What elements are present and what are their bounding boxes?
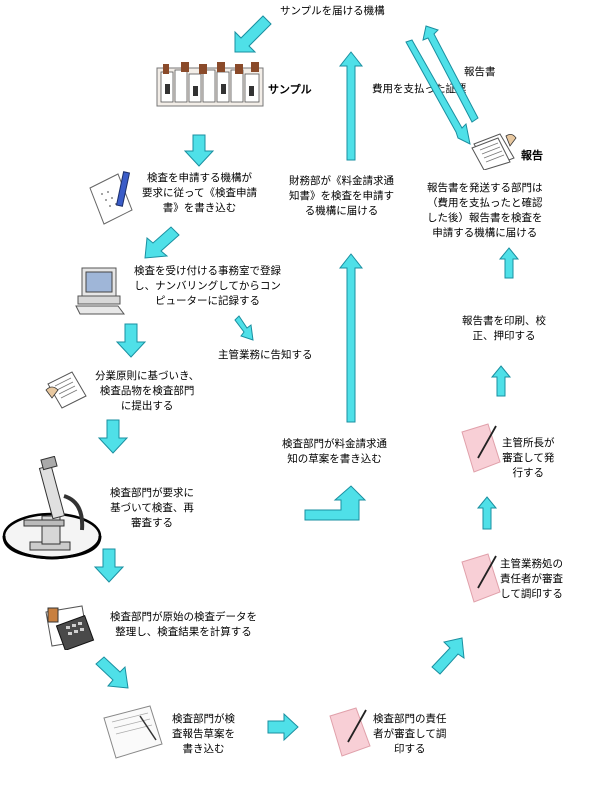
arrow-report-to-sender bbox=[422, 25, 479, 123]
label-report-book: 報告書 bbox=[464, 66, 496, 78]
arrow-director-to-print bbox=[490, 365, 512, 397]
arrow-fee-up bbox=[338, 253, 364, 423]
step-send-report: 報告書を発送する部門は （費用を支払ったと確認 した後）報告書を検査を 申請する… bbox=[427, 182, 543, 239]
report-draft-icon bbox=[103, 705, 163, 759]
step-finance-notice: 財務部が《料金請求通 知書》を検査を申請す る機構に届ける bbox=[289, 175, 394, 217]
step-director-review: 主管所長が 審査して発 行する bbox=[502, 437, 555, 479]
sample-boxes-icon bbox=[156, 62, 264, 107]
label-fee-receipt: 費用を支払った証票 bbox=[372, 83, 467, 95]
label-sample: サンプル bbox=[268, 83, 312, 96]
label-report: 報告 bbox=[521, 149, 543, 162]
arrow-to-sample bbox=[234, 15, 272, 53]
step-organize-data: 検査部門が原始の検査データを 整理し、検査結果を計算する bbox=[110, 611, 257, 638]
computer-icon bbox=[75, 267, 125, 315]
label-top-sender: サンプルを届ける機構 bbox=[280, 5, 385, 17]
pen-sign-icon bbox=[329, 707, 371, 757]
step-inspect: 検査部門が要求に 基づいて検査、再 審査する bbox=[110, 487, 194, 529]
arrow-sender-to-report bbox=[405, 39, 471, 145]
step-business-review: 主管業務処の 責任者が審査 して調印する bbox=[500, 558, 563, 600]
step-register: 検査を受け付ける事務室で登録 し、ナンバリングしてからコン ピューターに記録する bbox=[134, 265, 281, 307]
step-fee-draft: 検査部門が料金請求通 知の草案を書き込む bbox=[282, 438, 387, 465]
arrow-to-notify bbox=[234, 315, 254, 341]
step-print-report: 報告書を印刷、校 正、押印する bbox=[462, 315, 546, 342]
step-notify-admin: 主管業務に告知する bbox=[218, 349, 313, 361]
step-dept-review: 検査部門の責任 者が審査して調 印する bbox=[373, 713, 447, 755]
step-submit-division: 分業原則に基づいき、 検査品物を検査部門 に提出する bbox=[95, 370, 200, 412]
document-hand-icon bbox=[45, 371, 87, 409]
report-papers-icon bbox=[471, 133, 517, 170]
arrow-finance-up bbox=[338, 51, 364, 161]
arrow-business-to-director bbox=[476, 496, 498, 530]
step-apply-form: 検査を申請する機構が 要求に従って《検査申請 書》を書き込む bbox=[142, 172, 257, 214]
calculator-icon bbox=[45, 605, 95, 650]
arrow-draft-to-dept bbox=[267, 712, 299, 742]
arrow-organize-to-draft bbox=[95, 656, 129, 689]
arrow-dept-to-business bbox=[431, 637, 465, 675]
microscope-icon bbox=[2, 456, 102, 560]
step-draft-report: 検査部門が検 査報告草案を 書き込む bbox=[172, 713, 235, 755]
pen-sign-icon bbox=[461, 423, 501, 473]
arrow-apply-to-register bbox=[144, 226, 180, 259]
pen-sign-icon bbox=[461, 553, 501, 603]
arrow-sample-down bbox=[183, 134, 215, 167]
arrow-submit-down bbox=[97, 419, 129, 454]
arrow-register-down bbox=[115, 323, 147, 358]
pen-form-icon bbox=[89, 171, 133, 225]
arrow-print-to-send bbox=[498, 247, 520, 279]
arrow-fee-draft-bend bbox=[304, 485, 367, 521]
arrow-inspect-down bbox=[93, 548, 125, 583]
